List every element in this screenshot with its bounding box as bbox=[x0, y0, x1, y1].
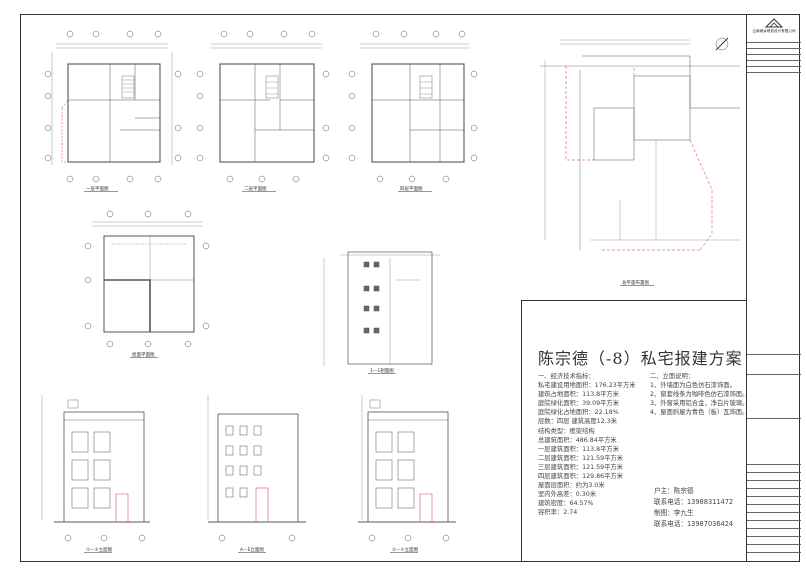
label-elev2: A—E立面图 bbox=[240, 546, 264, 553]
econ-line: 一、经济技术指标： bbox=[538, 373, 595, 380]
tb-row bbox=[747, 354, 801, 374]
econ-line: 结构类型：框架结构 bbox=[538, 427, 595, 435]
tb-row bbox=[747, 374, 801, 418]
econ-line: 建筑占地面积：113.8平方米 bbox=[538, 391, 619, 399]
company-block: 云南城乡规划设计有限公司 bbox=[749, 18, 799, 33]
tb-row bbox=[747, 488, 801, 496]
econ-line: 庭院绿化占地面积：22.18% bbox=[538, 409, 619, 417]
econ-line: 私宅建设用地面积：176.23平方米 bbox=[538, 382, 636, 390]
tb-row bbox=[747, 60, 801, 66]
econ-line: 容积率：2.74 bbox=[538, 509, 578, 517]
label-site: 总平面布置图 bbox=[622, 279, 649, 286]
tb-row bbox=[747, 464, 801, 472]
elevation-notes: 二、立面说明： 1、外墙面为白色仿石漆饰面。 2、窗套线条为咖啡色仿石漆饰面。 … bbox=[650, 372, 748, 417]
econ-line: 室内外高差：0.30米 bbox=[538, 491, 597, 499]
tb-row bbox=[747, 418, 801, 464]
floor-plan-1 bbox=[44, 30, 182, 183]
drafter-name: 制图：李九生 bbox=[654, 509, 694, 517]
econ-line: 层数：四层 建筑高度12.3米 bbox=[538, 418, 617, 426]
tb-row bbox=[747, 504, 801, 512]
label-plan1: 一层平面图 bbox=[86, 186, 109, 192]
floor-plan-3 bbox=[348, 30, 478, 183]
econ-line: 总建筑面积：486.84平方米 bbox=[538, 436, 617, 444]
company-name: 云南城乡规划设计有限公司 bbox=[752, 29, 796, 33]
econ-line: 二层建筑面积：121.59平方米 bbox=[538, 454, 624, 462]
title-area bbox=[521, 300, 746, 562]
tb-row bbox=[747, 528, 801, 536]
econ-line: 屋面层面积：约为3.0米 bbox=[538, 482, 605, 490]
site-plan bbox=[540, 37, 740, 251]
label-roof: 屋面平面图 bbox=[132, 352, 155, 358]
company-logo-icon bbox=[764, 18, 784, 28]
label-section: 1—1剖面图 bbox=[370, 367, 394, 374]
econ-line: 庭院绿化面积：39.09平方米 bbox=[538, 400, 619, 408]
tb-row bbox=[747, 472, 801, 480]
label-plan2: 二层平面图 bbox=[244, 186, 267, 192]
note-line: 1、外墙面为白色仿石漆饰面。 bbox=[650, 382, 736, 390]
econ-line: 四层建筑面积：129.86平方米 bbox=[538, 473, 624, 481]
note-line: 二、立面说明： bbox=[650, 373, 695, 380]
tb-row bbox=[747, 54, 801, 60]
owner-name: 户主：陈宗德 bbox=[654, 487, 694, 495]
tb-row bbox=[747, 66, 801, 72]
roof-plan bbox=[84, 210, 210, 348]
drafter-phone: 联系电话：13987036424 bbox=[654, 520, 734, 528]
owner-info: 户主：陈宗德 联系电话：13988311472 制图：李九生 联系电话：1398… bbox=[654, 486, 733, 530]
label-plan3: 四层平面图 bbox=[400, 186, 423, 192]
note-line: 2、窗套线条为咖啡色仿石漆饰面。 bbox=[650, 391, 749, 399]
tb-row bbox=[747, 544, 801, 552]
note-line: 4、屋面斜屋为青色（板）瓦饰面。 bbox=[650, 409, 749, 417]
econ-line: 建筑密度：64.57% bbox=[538, 500, 594, 508]
tb-row bbox=[747, 48, 801, 54]
drawing-sheet bbox=[20, 14, 800, 562]
tb-row bbox=[747, 536, 801, 544]
title-block: 云南城乡规划设计有限公司 bbox=[746, 14, 801, 562]
elevation-1 bbox=[41, 395, 150, 542]
tb-row bbox=[747, 42, 801, 48]
econ-line: 三层建筑面积：121.59平方米 bbox=[538, 463, 624, 471]
owner-phone: 联系电话：13988311472 bbox=[654, 498, 734, 506]
tb-row bbox=[747, 496, 801, 504]
label-elev1: ①—⑤立面图 bbox=[86, 546, 113, 553]
tb-row bbox=[747, 512, 801, 520]
label-elev3: ⑤—①立面图 bbox=[392, 546, 419, 553]
econ-line: 一层建筑面积：113.8平方米 bbox=[538, 445, 619, 453]
elevation-2 bbox=[207, 395, 306, 542]
floor-plan-2 bbox=[196, 30, 330, 183]
tb-row bbox=[747, 520, 801, 528]
tb-row bbox=[747, 72, 801, 82]
section-1-1 bbox=[323, 251, 440, 366]
project-title: 陈宗德（-8）私宅报建方案 bbox=[538, 349, 743, 368]
note-line: 3、外窗采用铝合金，净白片玻璃。 bbox=[650, 400, 749, 408]
elevation-3 bbox=[358, 395, 456, 542]
econ-indicators: 一、经济技术指标： 私宅建设用地面积：176.23平方米 建筑占地面积：113.… bbox=[538, 372, 636, 518]
tb-row bbox=[747, 480, 801, 488]
tb-row bbox=[747, 552, 801, 561]
